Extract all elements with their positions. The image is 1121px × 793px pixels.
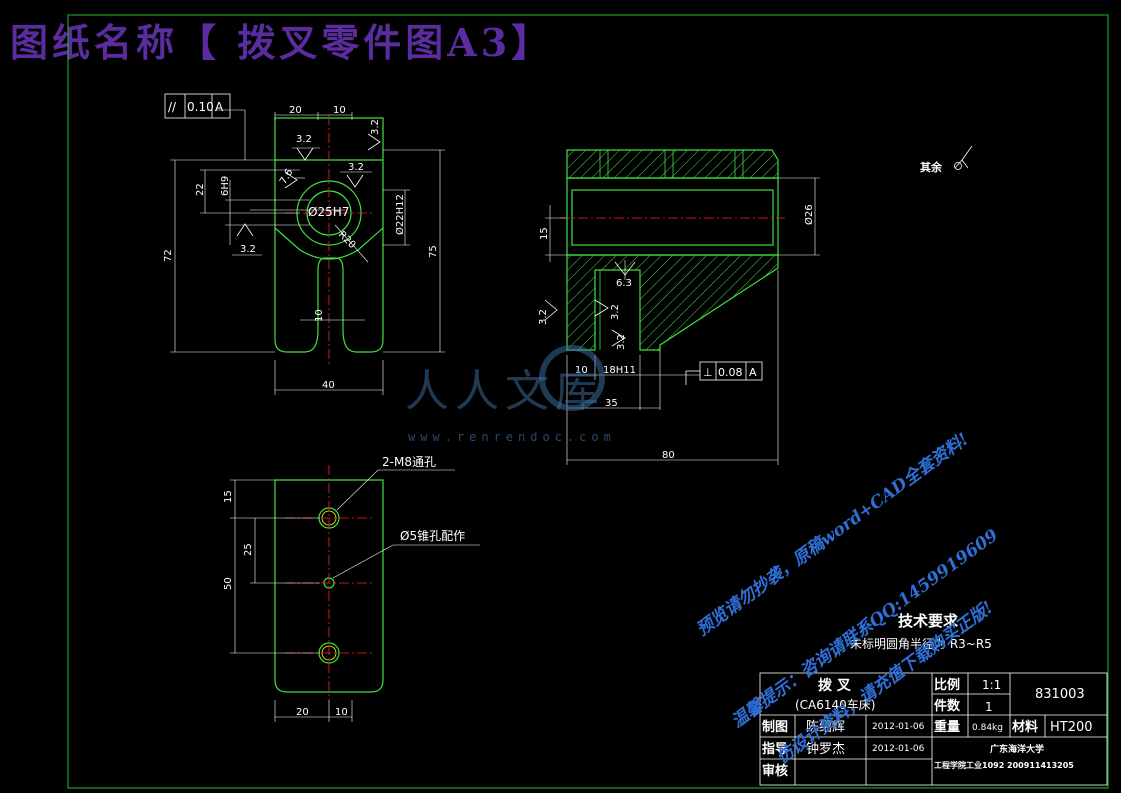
tb-code: 831003 [1035, 687, 1085, 702]
tb-machine: (CA6140车床) [795, 697, 876, 712]
front-dim-72: 72 [163, 249, 174, 262]
side-dim-15: 15 [539, 227, 550, 240]
side-rough-32c: 3.2 [616, 334, 627, 350]
roughness-rest-label: 其余 [920, 160, 943, 174]
tb-school: 广东海洋大学 [990, 743, 1044, 755]
tol-left-datum: A [215, 100, 224, 114]
front-rough-32b: 3.2 [348, 162, 364, 173]
tb-material: HT200 [1050, 720, 1093, 735]
front-rough-32c: 3.2 [240, 244, 256, 255]
tb-drawn-date: 2012-01-06 [872, 722, 925, 732]
side-dim-35: 35 [605, 398, 618, 409]
top-dim-15: 15 [223, 490, 234, 503]
top-note-holes: 2-M8通孔 [382, 455, 436, 469]
tb-part: 拨 叉 [818, 677, 852, 694]
front-roughness-symbols [236, 133, 381, 237]
front-rough-32d: 3.2 [370, 119, 381, 135]
roughness-rest-circle [954, 162, 962, 170]
side-roughness-symbols [544, 145, 973, 347]
front-body-outline [274, 160, 384, 353]
tb-drawn-label: 制图 [762, 719, 788, 735]
title-block [759, 672, 1108, 786]
tb-weight-label: 重量 [934, 719, 960, 735]
watermark-logo: 人人文库 [405, 366, 605, 417]
front-bore-label: Ø25H7 [308, 205, 349, 219]
front-dim-6h9: 6H9 [220, 176, 231, 196]
tb-scale-label: 比例 [934, 677, 960, 693]
drawing-frame [67, 14, 1109, 789]
front-dim-40: 40 [322, 380, 335, 391]
tol-right-symbol: ⊥ [703, 366, 713, 379]
front-centerlines [285, 115, 375, 365]
tb-qty-label: 件数 [934, 698, 961, 714]
top-dim-10: 10 [335, 707, 348, 718]
side-dim-18h11: 18H11 [603, 365, 636, 376]
tech-req-heading: 技术要求 [898, 612, 959, 630]
top-note-pin: Ø5锥孔配作 [400, 529, 465, 543]
tb-guide-label: 指导 [762, 741, 788, 757]
tb-drawn: 陈绍辉 [806, 719, 845, 735]
top-dim-25: 25 [243, 543, 254, 556]
front-dim-22: 22 [195, 183, 206, 196]
tolerance-frame-left [164, 93, 231, 119]
tb-guide-date: 2012-01-06 [872, 744, 925, 754]
top-dim-20: 20 [296, 707, 309, 718]
tb-material-label: 材料 [1012, 719, 1038, 735]
side-dim-10: 10 [575, 365, 588, 376]
side-view [566, 149, 779, 351]
tb-qty: 1 [985, 700, 993, 714]
side-dim-80: 80 [662, 450, 675, 461]
tb-scale: 1:1 [982, 678, 1001, 692]
side-rough-32b: 3.2 [538, 309, 549, 325]
front-fork-curve [274, 227, 384, 260]
top-outline [274, 479, 384, 693]
tol-right-datum: A [749, 366, 757, 379]
tol-left-symbol: // [168, 100, 177, 114]
front-dim-75: 75 [428, 245, 439, 258]
drawing-title: 图纸名称【 拨叉零件图A3】 [10, 20, 554, 65]
tolerance-frame-right [685, 361, 763, 385]
front-dim-slot: 10 [314, 309, 325, 322]
front-dim-10: 10 [333, 105, 346, 116]
top-dim-lines [230, 469, 480, 722]
front-dim-20: 20 [289, 105, 302, 116]
tol-right-value: 0.08 [718, 366, 743, 379]
tb-guide: 钟罗杰 [806, 741, 845, 757]
tb-dept: 工程学院工业1092 200911413205 [934, 760, 1074, 770]
side-rough-63: 6.3 [616, 278, 632, 289]
side-rough-32a: 3.2 [610, 304, 621, 320]
tol-left-value: 0.10 [187, 100, 214, 114]
logo-circle-icon [539, 345, 605, 411]
side-dim-d26: Ø26 [803, 204, 815, 225]
watermark-url: www.renrendoc.com [408, 430, 616, 444]
tb-weight: 0.84kg [972, 723, 1003, 733]
top-dim-50: 50 [223, 577, 234, 590]
tb-check-label: 审核 [762, 763, 788, 779]
front-rough-32a: 3.2 [296, 134, 312, 145]
front-dim-d22: Ø22H12 [394, 194, 406, 235]
tech-req-line: 未标明圆角半径为 R3~R5 [850, 637, 992, 651]
